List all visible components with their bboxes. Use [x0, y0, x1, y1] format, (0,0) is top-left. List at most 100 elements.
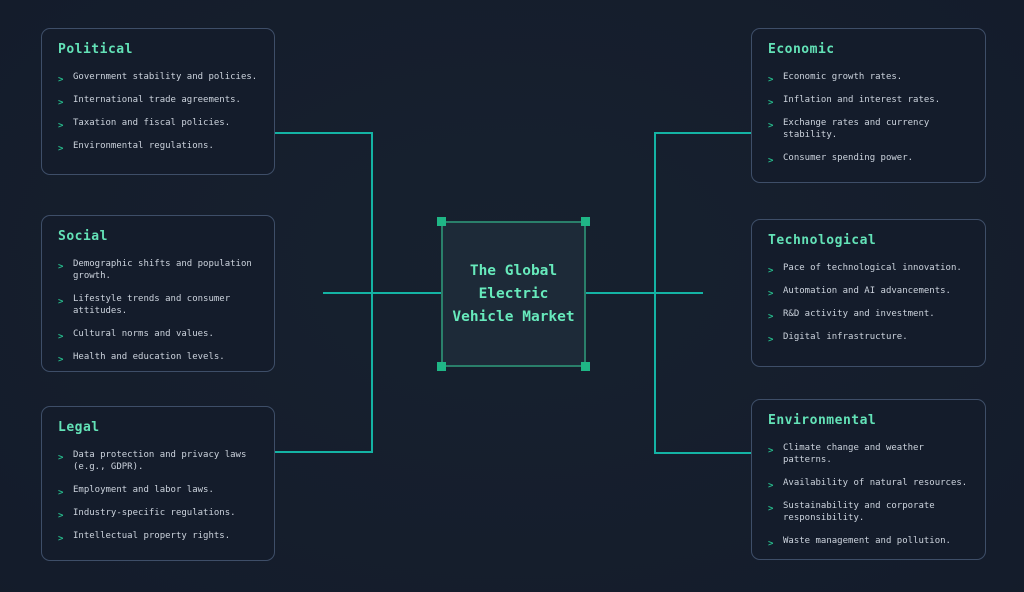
- selection-handle-bottom-right[interactable]: [581, 362, 590, 371]
- social-item-list: > Demographic shifts and population growt…: [58, 258, 260, 365]
- item-text: Automation and AI advancements.: [783, 286, 951, 296]
- chevron-bullet-icon: >: [58, 98, 64, 108]
- chevron-bullet-icon: >: [58, 144, 64, 154]
- list-item: >Climate change and weather patterns.: [768, 442, 971, 466]
- list-item: > Environmental regulations.: [58, 140, 260, 154]
- chevron-bullet-icon: >: [768, 539, 774, 549]
- chevron-bullet-icon: >: [768, 289, 774, 299]
- chevron-bullet-icon: >: [58, 355, 64, 365]
- list-item: > Availability of natural resources.: [768, 477, 971, 491]
- node-environmental-title: Environmental: [768, 413, 877, 428]
- chevron-bullet-icon: >: [768, 121, 774, 131]
- list-item: > Intellectual property rights.: [58, 530, 260, 544]
- chevron-bullet-icon: >: [58, 75, 64, 85]
- selection-handle-bottom-left[interactable]: [437, 362, 446, 371]
- list-item: > Economic growth rates.: [768, 71, 971, 85]
- chevron-bullet-icon: >: [58, 121, 64, 131]
- connector-environmental-stub: [654, 452, 751, 454]
- item-text: Lifestyle trends and consumer attitudes.: [73, 294, 231, 316]
- item-text: International trade agreements.: [73, 95, 241, 105]
- chevron-bullet-icon: >: [768, 446, 774, 456]
- environmental-item-list: >Climate change and weather patterns. > A…: [768, 442, 971, 549]
- connector-legal-stub: [275, 451, 373, 453]
- chevron-bullet-icon: >: [58, 511, 64, 521]
- item-text: R&D activity and investment.: [783, 309, 935, 319]
- central-title-line: Electric: [478, 285, 549, 302]
- list-item: > Inflation and interest rates.: [768, 94, 971, 108]
- list-item: > Automation and AI advancements.: [768, 285, 971, 299]
- connector-center-left: [323, 292, 441, 294]
- chevron-bullet-icon: >: [768, 75, 774, 85]
- item-text: Taxation and fiscal policies.: [73, 118, 231, 128]
- item-text: Pace of technological innovation.: [783, 263, 962, 273]
- list-item: > Taxation and fiscal policies.: [58, 117, 260, 131]
- item-text: Government stability and policies.: [73, 72, 258, 82]
- chevron-bullet-icon: >: [768, 98, 774, 108]
- node-environmental[interactable]: Environmental >Climate change and weathe…: [751, 399, 986, 560]
- node-social-title: Social: [58, 229, 108, 244]
- item-text: Availability of natural resources.: [783, 478, 968, 488]
- list-item: > Health and education levels.: [58, 351, 260, 365]
- chevron-bullet-icon: >: [58, 453, 64, 463]
- node-central[interactable]: The Global Electric Vehicle Market: [437, 217, 590, 371]
- item-text: Industry-specific regulations.: [73, 508, 236, 518]
- node-legal[interactable]: Legal > Data protection and privacy laws …: [41, 406, 275, 561]
- item-text: Consumer spending power.: [783, 153, 914, 163]
- central-title-line: The Global: [469, 262, 558, 279]
- item-text: Waste management and pollution.: [783, 536, 951, 546]
- item-text: Digital infrastructure.: [783, 332, 908, 342]
- list-item: >Demographic shifts and population growt…: [58, 258, 260, 282]
- selection-handle-top-left[interactable]: [437, 217, 446, 226]
- list-item: > Pace of technological innovation.: [768, 262, 971, 276]
- chevron-bullet-icon: >: [768, 312, 774, 322]
- list-item: >Employment and labor laws.: [58, 484, 260, 498]
- connector-political-stub: [275, 132, 373, 134]
- central-title-line: Vehicle Market: [452, 308, 575, 325]
- list-item: > Cultural norms and values.: [58, 328, 260, 342]
- list-item: > Sustainability and corporate responsibi…: [768, 500, 971, 524]
- chevron-bullet-icon: >: [768, 266, 774, 276]
- node-economic[interactable]: Economic > Economic growth rates. > Inflat…: [751, 28, 986, 183]
- connector-center-right: [586, 292, 703, 294]
- legal-item-list: > Data protection and privacy laws (e.g.,…: [58, 449, 260, 544]
- node-technological-title: Technological: [768, 233, 877, 248]
- connector-economic-stub: [654, 132, 751, 134]
- list-item: > Waste management and pollution.: [768, 535, 971, 549]
- item-text: Employment and labor laws.: [73, 485, 214, 495]
- item-text: Health and education levels.: [73, 352, 225, 362]
- technological-item-list: > Pace of technological innovation. > Auto…: [768, 262, 971, 345]
- list-item: > Exchange rates and currency stability.: [768, 117, 971, 141]
- item-text: Cultural norms and values.: [73, 329, 214, 339]
- chevron-bullet-icon: >: [768, 335, 774, 345]
- item-text: Environmental regulations.: [73, 141, 214, 151]
- node-economic-title: Economic: [768, 42, 835, 57]
- node-political[interactable]: Political > Government stability and poli…: [41, 28, 275, 175]
- chevron-bullet-icon: >: [768, 504, 774, 514]
- chevron-bullet-icon: >: [768, 481, 774, 491]
- economic-item-list: > Economic growth rates. > Inflation and i…: [768, 71, 971, 166]
- list-item: > Industry-specific regulations.: [58, 507, 260, 521]
- list-item: > Digital infrastructure.: [768, 331, 971, 345]
- node-political-title: Political: [58, 42, 133, 57]
- node-legal-title: Legal: [58, 420, 100, 435]
- item-text: Exchange rates and currency stability.: [783, 118, 930, 140]
- item-text: Economic growth rates.: [783, 72, 903, 82]
- list-item: > R&D activity and investment.: [768, 308, 971, 322]
- item-text: Intellectual property rights.: [73, 531, 231, 541]
- selection-handle-top-right[interactable]: [581, 217, 590, 226]
- list-item: > International trade agreements.: [58, 94, 260, 108]
- list-item: > Data protection and privacy laws (e.g.,…: [58, 449, 260, 473]
- node-technological[interactable]: Technological > Pace of technological inn…: [751, 219, 986, 367]
- list-item: > Consumer spending power.: [768, 152, 971, 166]
- item-text: Inflation and interest rates.: [783, 95, 941, 105]
- chevron-bullet-icon: >: [58, 332, 64, 342]
- central-node-title: The Global Electric Vehicle Market: [452, 260, 574, 329]
- list-item: >Lifestyle trends and consumer attitudes…: [58, 293, 260, 317]
- node-social[interactable]: Social > Demographic shifts and populatio…: [41, 215, 275, 372]
- item-text: Demographic shifts and population growth…: [73, 259, 252, 281]
- chevron-bullet-icon: >: [58, 534, 64, 544]
- item-text: Sustainability and corporate responsibil…: [783, 501, 935, 523]
- item-text: Data protection and privacy laws (e.g., …: [73, 450, 247, 472]
- chevron-bullet-icon: >: [768, 156, 774, 166]
